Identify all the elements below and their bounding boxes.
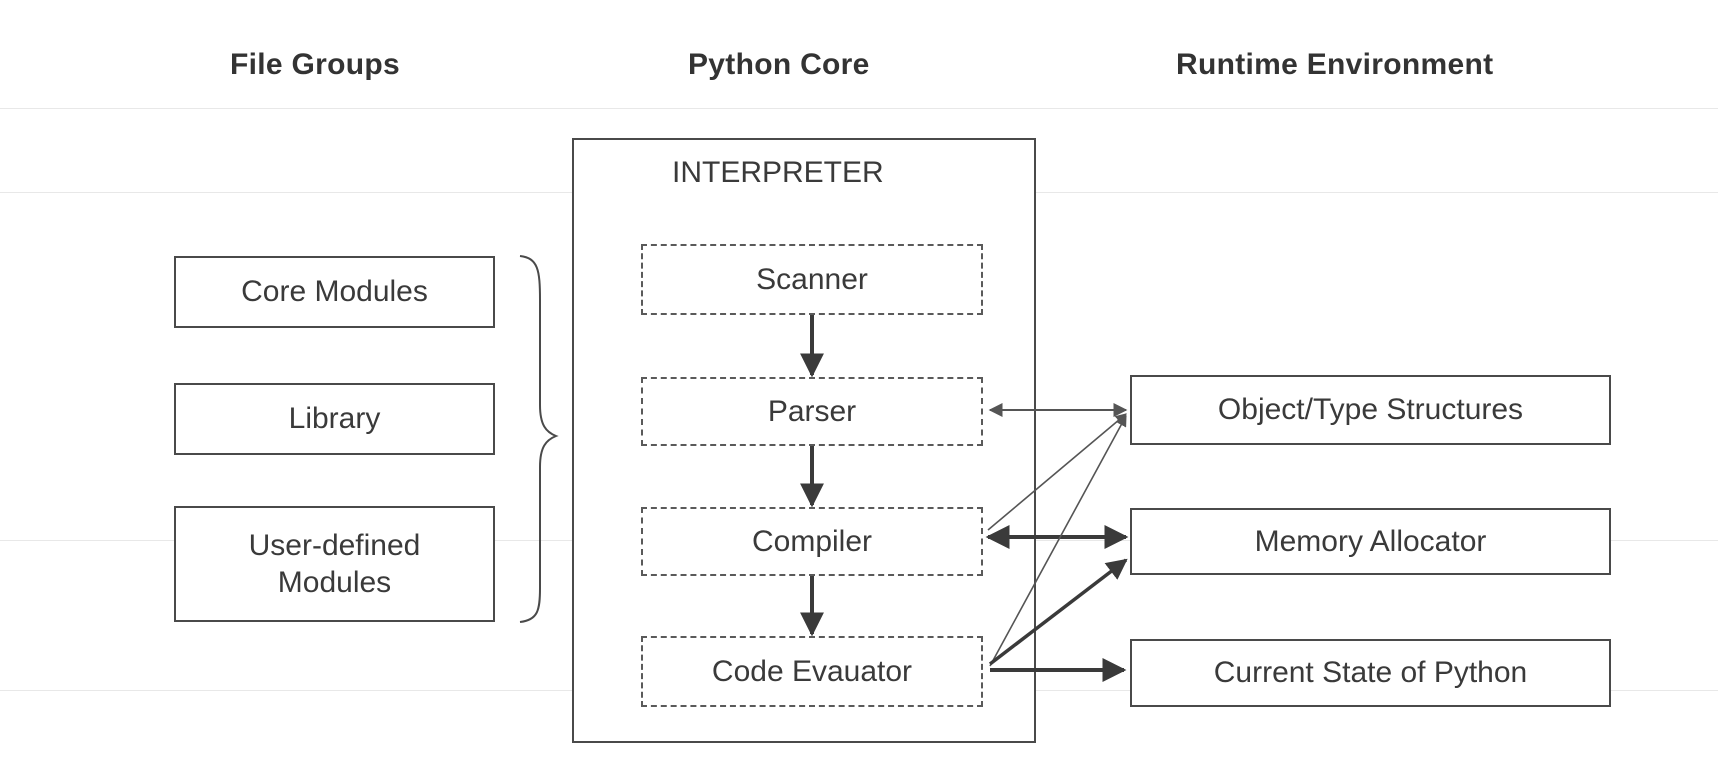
library-box: Library <box>174 383 495 455</box>
interpreter-label: INTERPRETER <box>672 156 884 189</box>
header-runtime-environment: Runtime Environment <box>1176 48 1494 81</box>
scanner-label: Scanner <box>756 262 868 296</box>
compiler-label: Compiler <box>751 524 873 558</box>
python-core-box <box>572 138 1036 743</box>
memory-allocator-box: Memory Allocator <box>1130 508 1611 575</box>
user-defined-line1: User-defined <box>248 528 421 562</box>
user-defined-modules-box: User-defined Modules <box>174 506 495 622</box>
parser-box: Parser <box>641 377 983 446</box>
header-python-core: Python Core <box>688 48 870 81</box>
object-type-structures-label: Object/Type Structures <box>1217 393 1524 427</box>
core-modules-label: Core Modules <box>241 275 428 309</box>
brace-icon <box>519 255 559 623</box>
parser-label: Parser <box>767 394 857 428</box>
user-defined-modules-label: User-defined Modules <box>249 527 421 602</box>
object-type-structures-box: Object/Type Structures <box>1130 375 1611 445</box>
background-rule <box>0 108 1718 109</box>
current-state-box: Current State of Python <box>1130 639 1611 707</box>
core-modules-box: Core Modules <box>174 256 495 328</box>
code-evaluator-label: Code Evauator <box>711 654 913 688</box>
code-evaluator-box: Code Evauator <box>641 636 983 707</box>
current-state-label: Current State of Python <box>1213 656 1528 690</box>
compiler-box: Compiler <box>641 507 983 576</box>
header-file-groups: File Groups <box>230 48 400 81</box>
memory-allocator-label: Memory Allocator <box>1254 524 1487 558</box>
scanner-box: Scanner <box>641 244 983 315</box>
user-defined-line2: Modules <box>277 566 392 599</box>
library-label: Library <box>288 402 381 436</box>
